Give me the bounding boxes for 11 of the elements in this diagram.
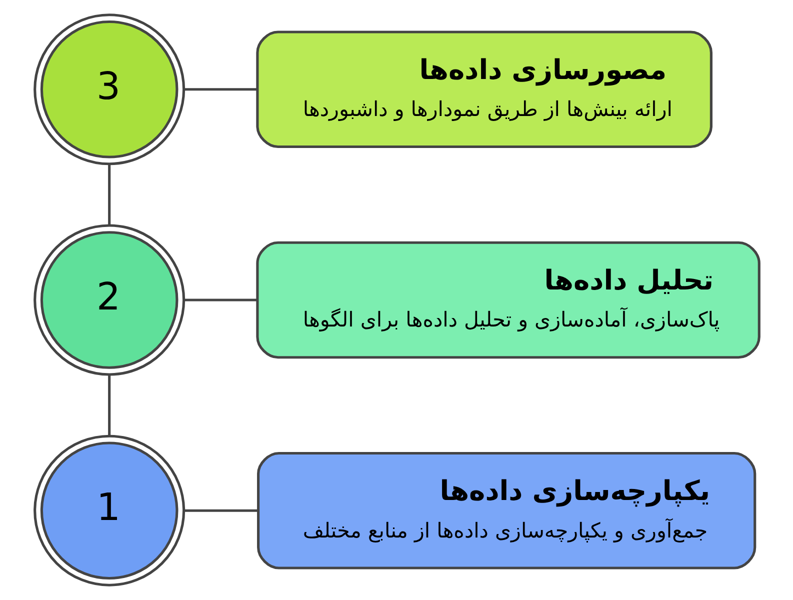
node-circle: 3 (33, 14, 185, 166)
connector (184, 298, 256, 302)
node-box: مصورسازی داده‌ها ارائه بینش‌ها از طریق نمودارها و داشبوردها (256, 30, 712, 148)
node-circle: 2 (33, 224, 185, 376)
connector (184, 88, 257, 91)
connector (108, 374, 110, 436)
node-circle: 1 (33, 434, 185, 586)
connector (108, 164, 110, 226)
connector (183, 509, 258, 512)
node-box: تحلیل داده‌ها پاک‌سازی، آماده‌سازی و تحلیل داده‌ها برای الگوها (256, 241, 760, 359)
node-box: یکپارچه‌سازی داده‌ها جمع‌آوری و یکپارچه‌سازی داده‌ها از منابع مختلف (256, 452, 756, 570)
